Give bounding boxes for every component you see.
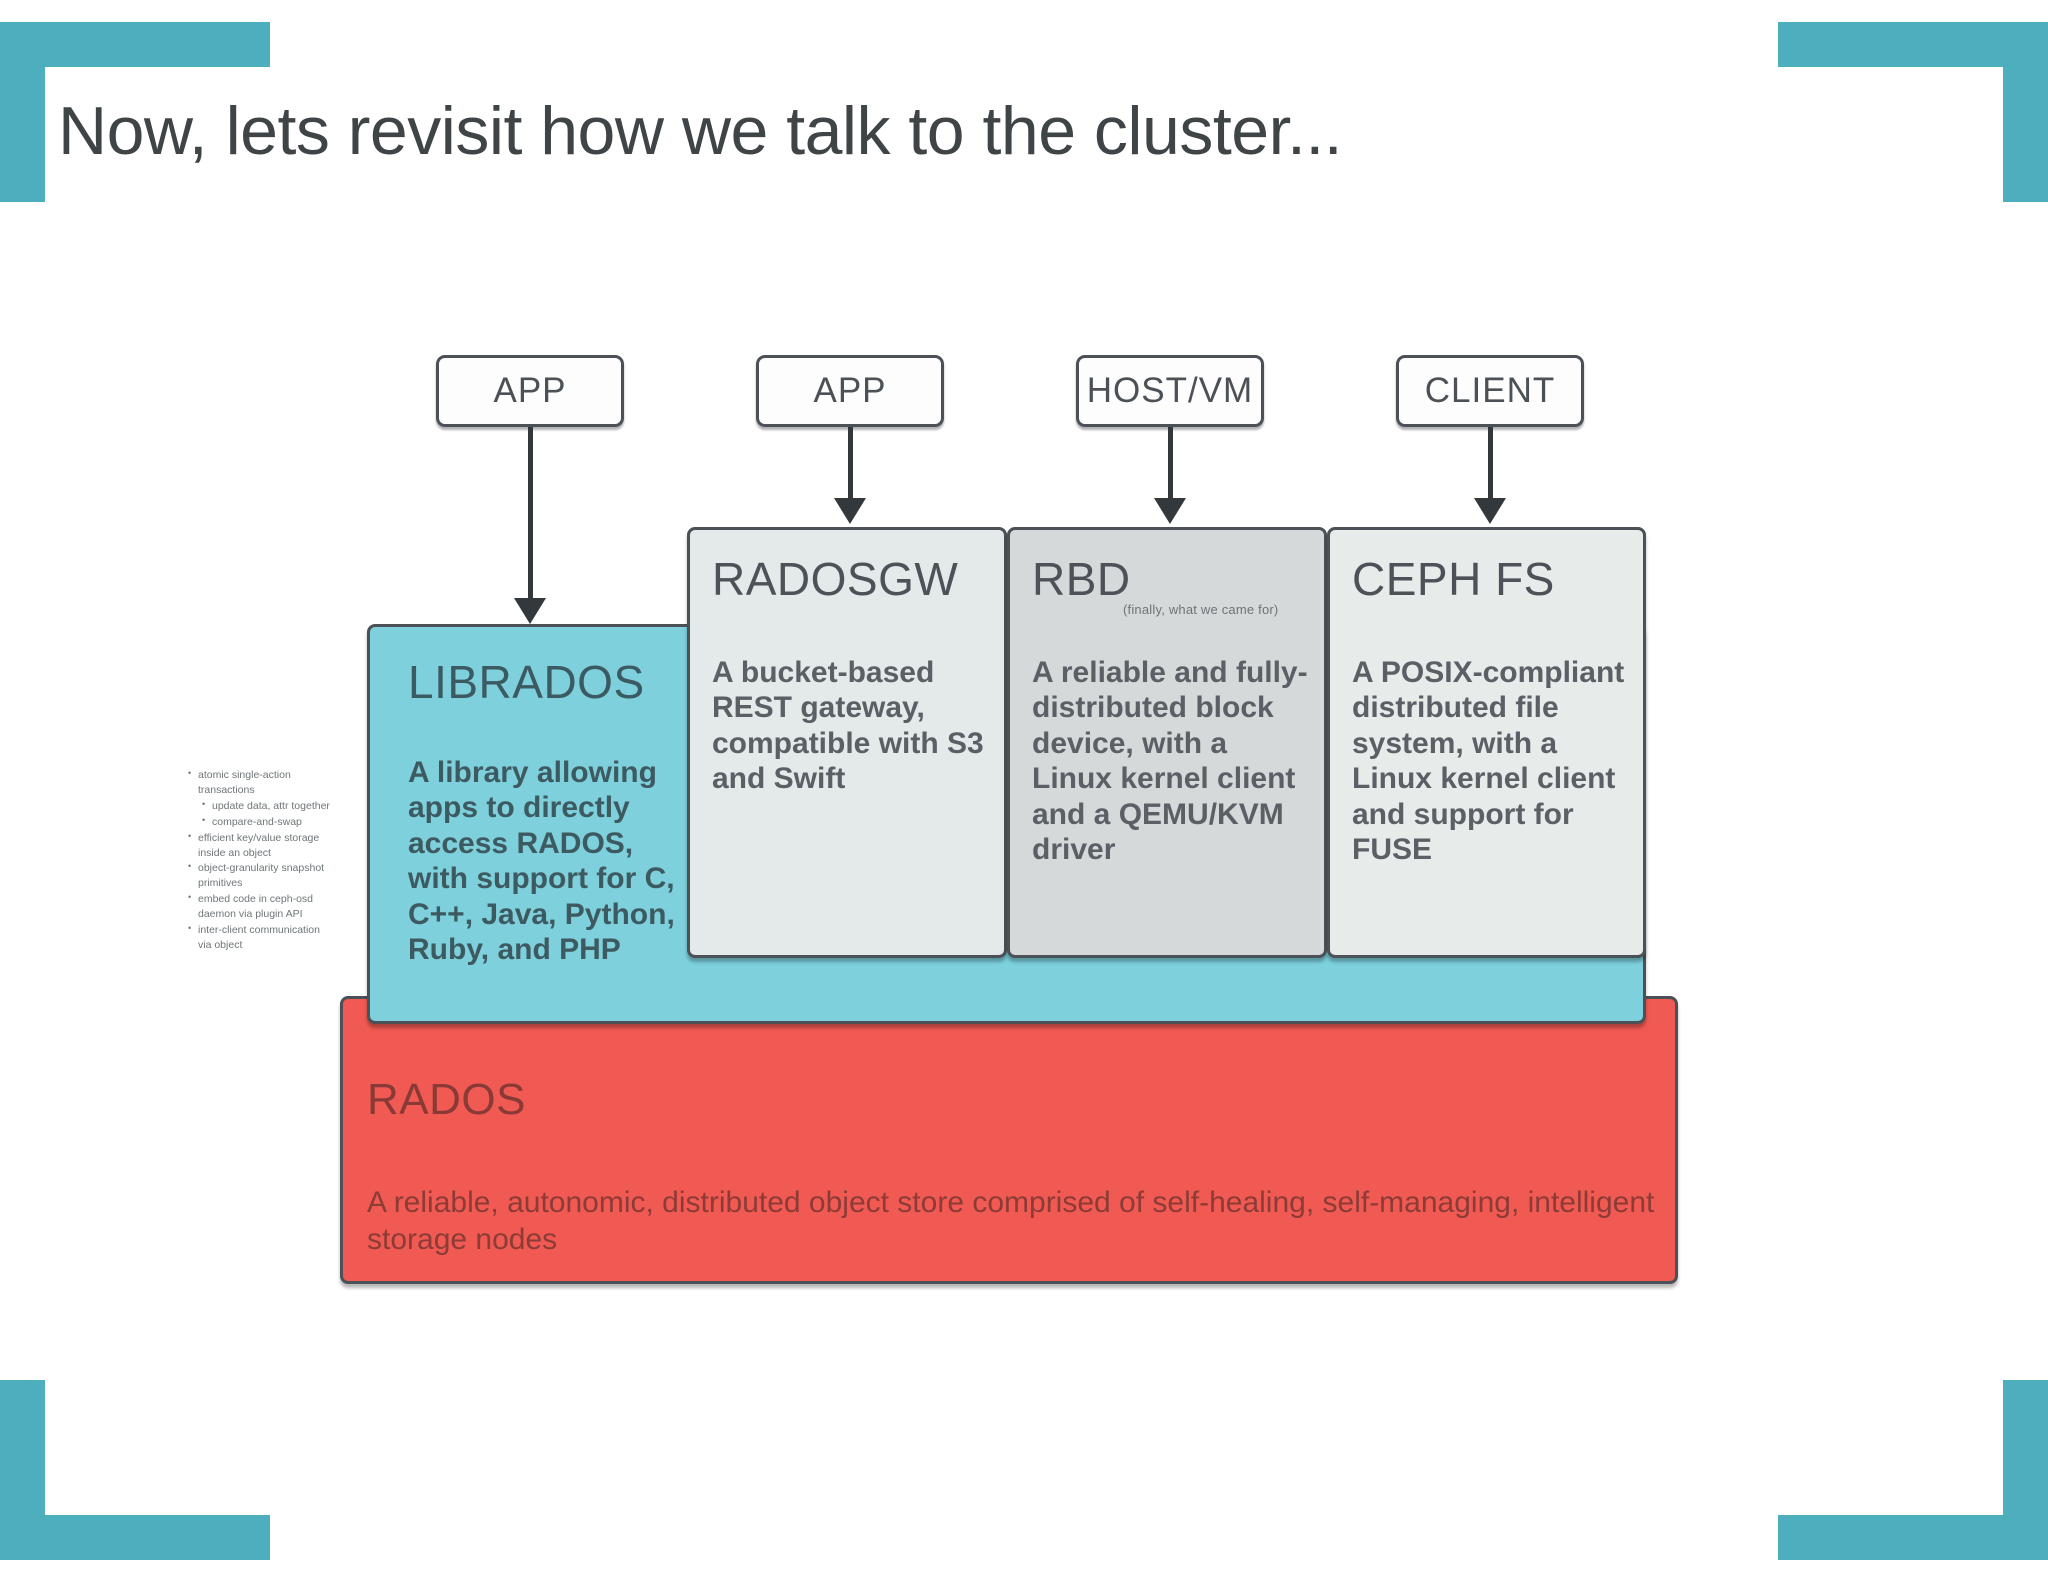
stack-box-title: LIBRADOS (408, 656, 645, 708)
stack-box-radosgw[interactable]: RADOSGW A bucket-based REST gateway, com… (687, 527, 1007, 958)
annotation-list: atomic single-action transactionsupdate … (186, 767, 336, 953)
stack-box-body: A bucket-based REST gateway, compatible … (712, 656, 984, 796)
client-box-app-1[interactable]: APP (436, 355, 624, 427)
annotation-item: efficient key/value storage inside an ob… (188, 830, 336, 861)
annotation-subitem: update data, attr together (202, 798, 336, 814)
stack-box-subtitle: (finally, what we came for) (1123, 602, 1279, 617)
connector-line-app-to-radosgw (848, 427, 853, 505)
annotation-item: object-granularity snapshot primitives (188, 860, 336, 891)
stack-box-body: A library allowing apps to directly acce… (408, 756, 675, 966)
corner-bracket-bottom-left (0, 1380, 270, 1560)
stack-box-title: RBD (1032, 553, 1131, 605)
arrowhead-icon-hostvm-to-rbd (1154, 498, 1186, 524)
stack-box-title: RADOS (367, 1075, 526, 1124)
arrowhead-icon-app-to-librados (514, 598, 546, 624)
client-box-app-2[interactable]: APP (756, 355, 944, 427)
corner-bar-horizontal (0, 22, 270, 67)
corner-bar-horizontal (0, 1515, 270, 1560)
stack-box-body: A reliable and fully-distributed block d… (1032, 656, 1308, 866)
client-box-label: CLIENT (1424, 371, 1556, 410)
stack-box-title: RADOSGW (712, 553, 959, 605)
stack-box-title: CEPH FS (1352, 553, 1555, 605)
connector-line-client-to-cephfs (1488, 427, 1493, 505)
client-box-label: HOST/VM (1086, 371, 1254, 410)
arrowhead-icon-app-to-radosgw (834, 498, 866, 524)
connector-line-hostvm-to-rbd (1168, 427, 1173, 505)
corner-bar-vertical (0, 22, 45, 202)
stack-box-rbd[interactable]: RBD (finally, what we came for) A reliab… (1007, 527, 1327, 958)
corner-bar-vertical (2003, 1380, 2048, 1560)
client-box-hostvm[interactable]: HOST/VM (1076, 355, 1264, 427)
page-title: Now, lets revisit how we talk to the clu… (58, 93, 1343, 169)
corner-bar-vertical (2003, 22, 2048, 202)
annotation-subitem: compare-and-swap (202, 814, 336, 830)
connector-line-app-to-librados (528, 427, 533, 607)
stack-box-body: A POSIX-compliant distributed file syste… (1352, 656, 1625, 866)
annotation-item: atomic single-action transactionsupdate … (188, 767, 336, 830)
stack-box-rados[interactable]: RADOS A reliable, autonomic, distributed… (340, 996, 1678, 1284)
client-box-label: APP (493, 371, 567, 410)
librados-feature-annotations: atomic single-action transactionsupdate … (186, 767, 336, 954)
stack-box-body: A reliable, autonomic, distributed objec… (367, 1186, 1655, 1256)
corner-bar-vertical (0, 1380, 45, 1560)
arrowhead-icon-client-to-cephfs (1474, 498, 1506, 524)
client-box-client[interactable]: CLIENT (1396, 355, 1584, 427)
client-box-label: APP (813, 371, 887, 410)
stack-box-cephfs[interactable]: CEPH FS A POSIX-compliant distributed fi… (1327, 527, 1646, 958)
corner-bracket-bottom-right (1778, 1380, 2048, 1560)
corner-bracket-top-left (0, 22, 270, 202)
annotation-item: inter-client communication via object (188, 922, 336, 953)
annotation-sublist: update data, attr togethercompare-and-sw… (198, 798, 336, 830)
annotation-item: embed code in ceph-osd daemon via plugin… (188, 891, 336, 922)
corner-bracket-top-right (1778, 22, 2048, 202)
